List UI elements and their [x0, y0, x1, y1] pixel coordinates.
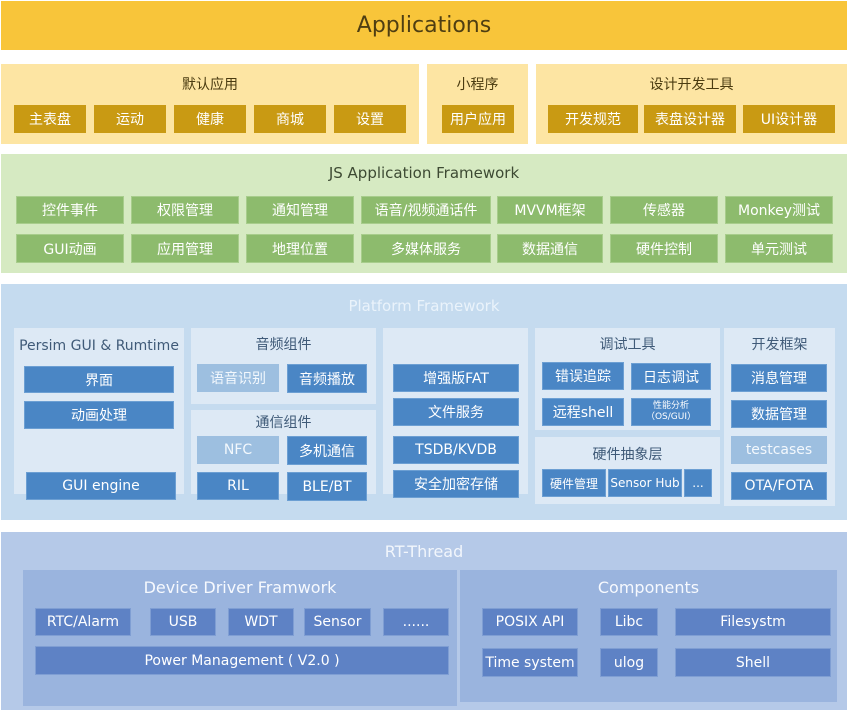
gui-runtime-title: Persim GUI & Rumtime: [19, 338, 179, 354]
applications-bar: Applications: [1, 1, 847, 50]
driver-item-wdt[interactable]: WDT: [228, 608, 294, 636]
comm-item-multi-device[interactable]: 多机通信: [287, 436, 367, 465]
js-item-sensor[interactable]: 传感器: [610, 196, 718, 224]
driver-item-sensor[interactable]: Sensor: [304, 608, 371, 636]
dev-framework-title: 开发框架: [751, 337, 808, 353]
app-item-health[interactable]: 健康: [174, 105, 246, 133]
dev-tools-title: 设计开发工具: [649, 77, 734, 93]
storage-item-enhanced-fat[interactable]: 增强版FAT: [393, 364, 519, 392]
applications-title: Applications: [356, 13, 492, 38]
hal-title: 硬件抽象层: [592, 447, 663, 463]
platform-framework-title: Platform Framework: [348, 297, 500, 315]
rtthread-title: RT-Thread: [384, 541, 464, 561]
storage-item-tsdb-kvdb[interactable]: TSDB/KVDB: [393, 436, 519, 464]
gui-item-engine[interactable]: GUI engine: [26, 472, 176, 500]
driver-item-usb[interactable]: USB: [150, 608, 216, 636]
comm-component-title: 通信组件: [255, 415, 312, 431]
devfw-item-ota-fota[interactable]: OTA/FOTA: [731, 472, 827, 500]
js-item-monkey-test[interactable]: Monkey测试: [725, 196, 833, 224]
devfw-item-message[interactable]: 消息管理: [731, 364, 827, 392]
dev-tools-panel: 设计开发工具 开发规范 表盘设计器 UI设计器: [536, 64, 847, 144]
platform-framework-panel: Platform Framework Persim GUI & Rumtime …: [1, 284, 847, 520]
gui-item-animation[interactable]: 动画处理: [24, 401, 174, 429]
js-item-unit-test[interactable]: 单元测试: [725, 234, 833, 263]
audio-component-panel: 音频组件 语音识别 音频播放: [191, 328, 376, 404]
components-panel: Components POSIX API Libc Filesystm Time…: [460, 570, 837, 702]
js-item-gui-animation[interactable]: GUI动画: [16, 234, 124, 263]
js-framework-title: JS Application Framework: [328, 164, 520, 182]
comm-item-ble-bt[interactable]: BLE/BT: [287, 472, 367, 501]
js-item-multimedia[interactable]: 多媒体服务: [361, 234, 491, 263]
comm-component-panel: 通信组件 NFC 多机通信 RIL BLE/BT: [191, 410, 376, 501]
devfw-item-testcases[interactable]: testcases: [731, 436, 827, 464]
debug-item-error-trace[interactable]: 错误追踪: [542, 362, 624, 390]
storage-item-secure-storage[interactable]: 安全加密存储: [393, 470, 519, 498]
perf-analysis-line2: （OS/GUI）: [645, 412, 697, 422]
storage-panel: 增强版FAT 文件服务 TSDB/KVDB 安全加密存储: [383, 328, 528, 498]
driver-item-more[interactable]: ......: [383, 608, 449, 636]
js-item-notification[interactable]: 通知管理: [246, 196, 354, 224]
comp-item-ulog[interactable]: ulog: [600, 648, 658, 677]
debug-item-perf-analysis[interactable]: 性能分析 （OS/GUI）: [631, 398, 711, 426]
driver-framework-panel: Device Driver Framwork RTC/Alarm USB WDT…: [23, 570, 457, 706]
comp-item-filesystem[interactable]: Filesystm: [675, 608, 831, 636]
driver-item-rtc-alarm[interactable]: RTC/Alarm: [35, 608, 131, 636]
app-item-watchface[interactable]: 主表盘: [14, 105, 86, 133]
js-item-mvvm[interactable]: MVVM框架: [497, 196, 603, 224]
devfw-item-data[interactable]: 数据管理: [731, 400, 827, 428]
perf-analysis-line1: 性能分析: [652, 401, 689, 411]
app-item-sport[interactable]: 运动: [94, 105, 166, 133]
audio-item-speech-recognition[interactable]: 语音识别: [197, 364, 279, 392]
comp-item-libc[interactable]: Libc: [600, 608, 658, 636]
driver-item-power-management[interactable]: Power Management ( V2.0 ): [35, 646, 449, 675]
app-item-settings[interactable]: 设置: [334, 105, 406, 133]
comm-item-ril[interactable]: RIL: [197, 472, 279, 500]
app-item-store[interactable]: 商城: [254, 105, 326, 133]
debug-item-remote-shell[interactable]: 远程shell: [542, 398, 624, 426]
tool-item-ui-designer[interactable]: UI设计器: [743, 105, 835, 133]
tool-item-dev-spec[interactable]: 开发规范: [548, 105, 638, 133]
debug-item-log-debug[interactable]: 日志调试: [631, 363, 711, 390]
gui-runtime-panel: Persim GUI & Rumtime 界面 动画处理 GUI engine: [14, 328, 184, 500]
hal-item-sensor-hub[interactable]: Sensor Hub: [608, 469, 682, 497]
js-item-permission[interactable]: 权限管理: [131, 196, 239, 224]
hal-panel: 硬件抽象层 硬件管理 Sensor Hub ...: [535, 437, 720, 504]
js-item-location[interactable]: 地理位置: [246, 234, 354, 263]
driver-framework-title: Device Driver Framwork: [143, 577, 337, 597]
debug-tools-panel: 调试工具 错误追踪 日志调试 远程shell 性能分析 （OS/GUI）: [535, 328, 720, 430]
components-title: Components: [597, 577, 700, 597]
audio-item-playback[interactable]: 音频播放: [287, 364, 367, 393]
hal-item-more[interactable]: ...: [684, 469, 712, 497]
mini-program-panel: 小程序 用户应用: [427, 64, 528, 144]
js-framework-panel: JS Application Framework 控件事件 权限管理 通知管理 …: [1, 154, 847, 273]
debug-tools-title: 调试工具: [599, 337, 656, 353]
default-apps-title: 默认应用: [182, 77, 238, 93]
hal-item-hw-management[interactable]: 硬件管理: [542, 469, 606, 497]
mini-program-title: 小程序: [456, 77, 499, 93]
js-item-voice-video-call[interactable]: 语音/视频通话件: [361, 196, 491, 224]
comp-item-shell[interactable]: Shell: [675, 648, 831, 677]
gui-item-interface[interactable]: 界面: [24, 366, 174, 393]
storage-item-file-service[interactable]: 文件服务: [393, 398, 519, 426]
tool-item-watchface-designer[interactable]: 表盘设计器: [644, 105, 736, 133]
default-apps-panel: 默认应用 主表盘 运动 健康 商城 设置: [1, 64, 419, 144]
app-item-user-app[interactable]: 用户应用: [442, 105, 514, 133]
js-item-control-events[interactable]: 控件事件: [16, 196, 124, 224]
dev-framework-panel: 开发框架 消息管理 数据管理 testcases OTA/FOTA: [724, 328, 835, 506]
comp-item-time-system[interactable]: Time system: [482, 648, 578, 677]
comp-item-posix-api[interactable]: POSIX API: [482, 608, 578, 636]
audio-component-title: 音频组件: [255, 337, 312, 353]
rtthread-panel: RT-Thread Device Driver Framwork RTC/Ala…: [1, 532, 847, 710]
js-item-hardware-control[interactable]: 硬件控制: [610, 234, 718, 263]
js-item-app-management[interactable]: 应用管理: [131, 234, 239, 263]
comm-item-nfc[interactable]: NFC: [197, 436, 279, 464]
js-item-data-comm[interactable]: 数据通信: [497, 234, 603, 263]
